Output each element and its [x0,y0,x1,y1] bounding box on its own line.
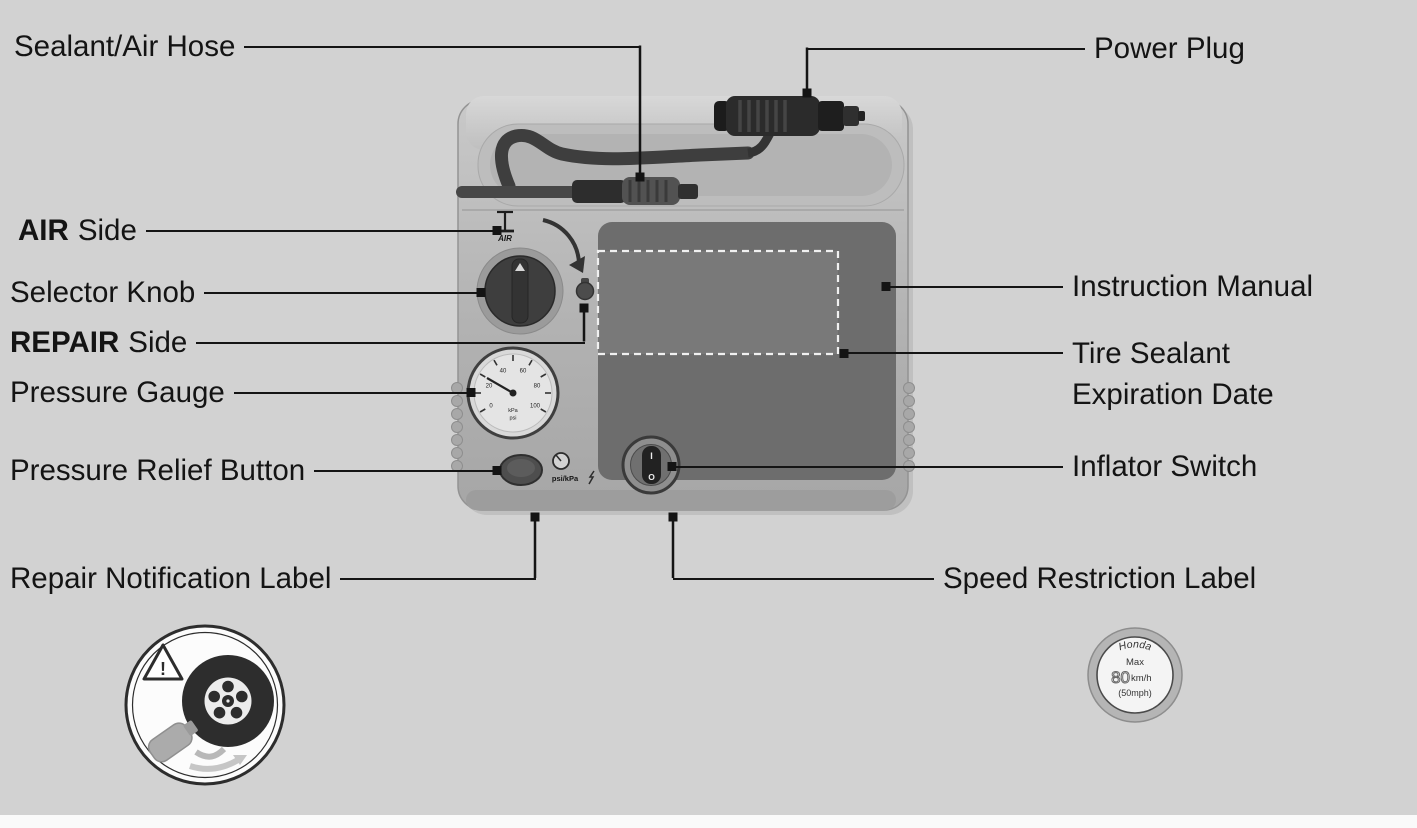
speed-label-unit: km/h [1131,673,1152,684]
hose-nozzle [572,180,626,203]
pressure-relief-button-illustration [499,454,543,486]
leader-line [340,577,536,580]
speed-label-mph: (50mph) [1118,688,1152,698]
gauge-needle [486,377,514,394]
tire-icon [182,655,274,747]
psi-kpa-marking: psi/kPa [552,474,579,483]
power-plug-illustration [714,96,865,136]
page-margin [0,815,1417,828]
callout-label: Pressure Gauge [10,375,225,409]
leader-line [844,352,1063,354]
sealant-bottle-icon [147,720,247,772]
svg-text:80: 80 [534,384,541,390]
callout-selector-knob: Selector Knob [10,276,484,309]
leader-line [196,341,585,344]
callout-label-bold: REPAIR [10,325,120,359]
warning-triangle-icon: ! [142,643,184,681]
callout-pressure-gauge: Pressure Gauge [10,376,474,409]
callout-repair-notification-label: Repair Notification Label [10,562,536,595]
gauge-scale: 0 20 40 60 80 100 [486,369,541,410]
leader-line [886,285,1063,288]
leader-line [806,47,1085,50]
callout-label: Repair Notification Label [10,561,332,595]
callout-label-line1: Tire Sealant [1072,337,1230,370]
svg-text:60: 60 [520,369,527,375]
callout-label: Sealant/Air Hose [14,29,236,63]
inflator-switch-illustration: I O [621,435,681,495]
air-marking: AIR [497,234,512,243]
callout-pressure-relief-button: Pressure Relief Button [10,454,500,487]
hose-connector [622,177,698,205]
callout-tire-sealant-expiration-date: Tire Sealant Expiration Date [844,333,1274,415]
callout-sealant-air-hose: Sealant/Air Hose [14,30,641,63]
speed-restriction-label-illustration: Honda Max 80 km/h (50mph) [1087,627,1183,723]
callout-label: Inflator Switch [1072,449,1258,483]
repair-notification-label-illustration: ! [124,624,286,786]
svg-text:20: 20 [486,384,493,390]
switch-off-mark: O [648,472,655,482]
side-ridges-right [903,382,915,472]
leader-line [673,577,934,580]
callout-label: Power Plug [1094,31,1245,65]
callout-label-bold: AIR [18,213,69,247]
gauge-unit-kpa: kPa [508,408,518,414]
leader-line [314,469,500,472]
speed-label-value: 80 [1111,668,1130,687]
callout-label-rest: Side [77,213,137,247]
leader-line [204,291,484,294]
switch-rocker [642,446,661,484]
gauge-unit-psi: psi [509,416,516,422]
leader-line [233,391,474,394]
psi-kpa-indicator-icon: psi/kPa [552,452,595,485]
selector-knob-illustration [476,247,564,335]
repair-symbol-icon [575,278,595,301]
device-base [466,490,896,510]
callout-power-plug: Power Plug [806,32,1245,65]
leader-line [145,229,500,232]
callout-speed-restriction-label: Speed Restriction Label [673,562,1256,595]
callout-label-rest: Side [128,325,188,359]
speed-label-max: Max [1126,657,1144,668]
switch-on-mark: I [650,451,653,461]
callout-label: Tire Sealant Expiration Date [1072,333,1274,415]
tire-sealant-expiration-area [596,249,840,356]
side-ridges-left [451,382,463,472]
callout-label-line2: Expiration Date [1072,378,1274,411]
callout-inflator-switch: Inflator Switch [672,450,1257,483]
leader-line [672,465,1063,468]
leader-line [244,45,641,48]
callout-label: Selector Knob [10,275,196,309]
svg-text:!: ! [160,659,166,679]
pressure-gauge-illustration: 0 20 40 60 80 100 kPa psi [466,346,560,440]
svg-text:100: 100 [530,404,541,410]
callout-label: Pressure Relief Button [10,453,306,487]
svg-text:0: 0 [489,404,493,410]
gauge-ticks [475,355,551,413]
air-to-repair-arrow-icon [542,218,585,273]
callout-instruction-manual: Instruction Manual [886,270,1313,303]
tire-repair-kit-device: AIR [451,96,915,515]
svg-text:40: 40 [500,369,507,375]
callout-label: Instruction Manual [1072,269,1314,303]
callout-label: Speed Restriction Label [943,561,1257,595]
